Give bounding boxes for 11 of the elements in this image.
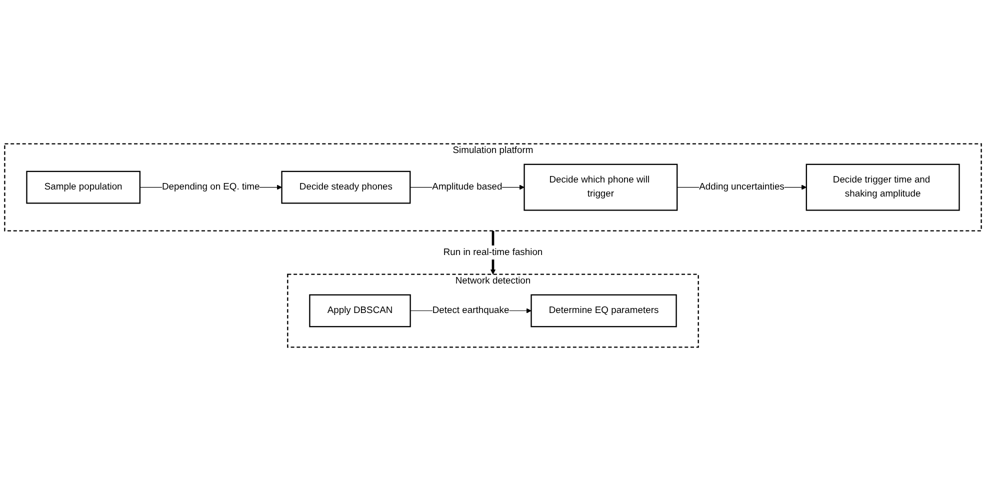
node-box: Decide steady phones xyxy=(281,170,411,204)
node-box: Decide trigger time and shaking amplitude xyxy=(806,164,960,211)
node-box: Apply DBSCAN xyxy=(309,294,411,328)
edge-label: Run in real-time fashion xyxy=(443,247,543,258)
node-box: Sample population xyxy=(26,170,141,204)
node-box: Decide which phone will trigger xyxy=(524,164,678,211)
edge-label: Amplitude based xyxy=(432,182,502,192)
edge-label: Adding uncertainties xyxy=(699,182,784,192)
node-box: Determine EQ parameters xyxy=(530,294,677,328)
edge-label: Depending on EQ. time xyxy=(162,182,260,192)
edge-label: Detect earthquake xyxy=(432,305,510,316)
